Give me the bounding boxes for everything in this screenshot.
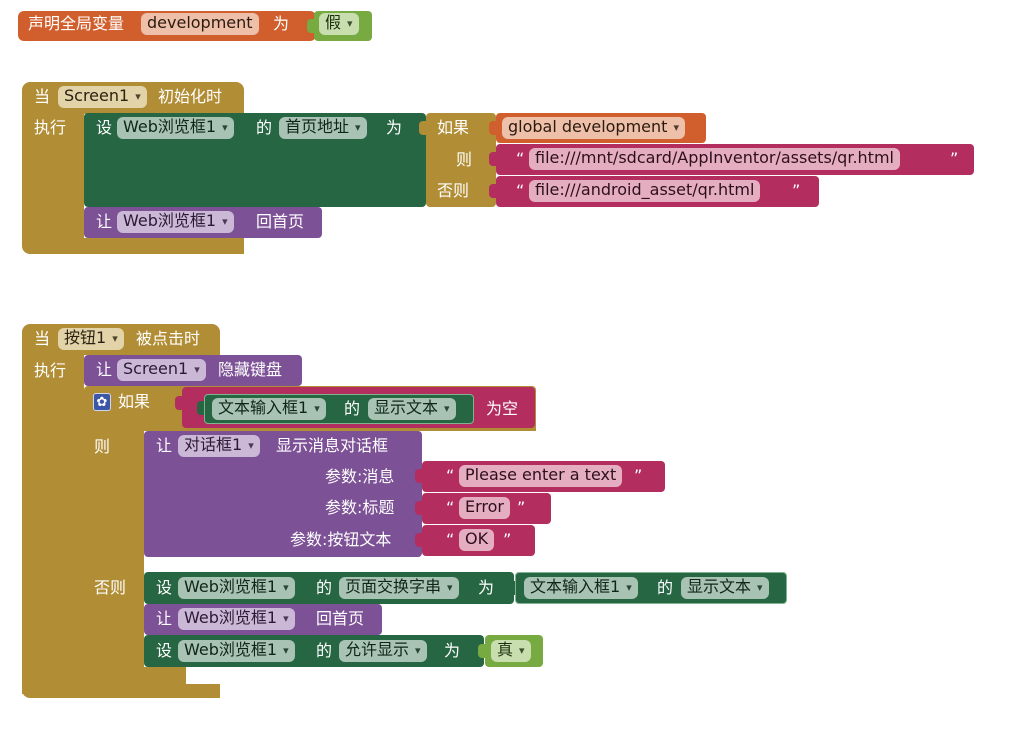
set1-value-connector bbox=[508, 581, 516, 595]
button-do-label: 执行 bbox=[34, 361, 67, 380]
set1-to-label: 为 bbox=[478, 578, 495, 597]
is-empty-label: 为空 bbox=[486, 399, 519, 418]
set1-component-dropdown[interactable]: Web浏览框1 bbox=[178, 577, 295, 599]
textbox-text-property-dropdown[interactable]: 显示文本 bbox=[368, 398, 456, 420]
set2-component-dropdown[interactable]: Web浏览框1 bbox=[178, 640, 295, 662]
webviewstring-property-dropdown[interactable]: 页面交换字串 bbox=[339, 577, 459, 599]
set-label: 设 bbox=[96, 118, 113, 137]
then-statement-label: 则 bbox=[94, 437, 111, 456]
button-text-open-quote-icon: “ bbox=[446, 530, 455, 549]
button-click-do-bar bbox=[22, 354, 84, 694]
textbox-getter-connector bbox=[197, 401, 205, 415]
set1-value-component-dropdown[interactable]: 文本输入框1 bbox=[524, 577, 638, 599]
screen-when-label: 当 bbox=[34, 87, 51, 106]
button-component-dropdown[interactable]: 按钮1 bbox=[58, 328, 124, 350]
visible-property-dropdown[interactable]: 允许显示 bbox=[339, 640, 427, 662]
message-close-quote-icon: ” bbox=[634, 466, 643, 485]
if-block-connector bbox=[419, 121, 427, 135]
if-else-side-bar bbox=[84, 430, 144, 684]
then-label: 则 bbox=[456, 150, 473, 169]
screen-do-label: 执行 bbox=[34, 118, 67, 137]
screen-component-dropdown[interactable]: Screen1 bbox=[58, 86, 147, 108]
if-label: 如果 bbox=[437, 118, 470, 137]
message-text-connector bbox=[415, 469, 423, 483]
of-label: 的 bbox=[256, 118, 273, 137]
dialog-call-label: 让 bbox=[156, 436, 173, 455]
set1-value-of-label: 的 bbox=[657, 578, 674, 597]
mutator-gear-icon[interactable]: ✿ bbox=[93, 393, 111, 411]
screen-init-bottom-bar bbox=[22, 238, 244, 254]
title-open-quote-icon: “ bbox=[446, 498, 455, 517]
screen1-component-dropdown[interactable]: Screen1 bbox=[117, 359, 206, 381]
param-title-label: 参数:标题 bbox=[325, 498, 395, 517]
set1-of-label: 的 bbox=[316, 578, 333, 597]
global-development-dropdown[interactable]: global development bbox=[502, 117, 685, 139]
hide-keyboard-method-label: 隐藏键盘 bbox=[218, 360, 283, 379]
button-when-label: 当 bbox=[34, 329, 51, 348]
button-event-label: 被点击时 bbox=[136, 329, 201, 348]
gohome-component-dropdown[interactable]: Web浏览框1 bbox=[117, 211, 234, 233]
is-empty-connector bbox=[175, 396, 183, 410]
cond-of-label: 的 bbox=[344, 399, 361, 418]
call2-method-label: 回首页 bbox=[316, 609, 365, 628]
message-open-quote-icon: “ bbox=[446, 466, 455, 485]
set2-to-label: 为 bbox=[444, 641, 461, 660]
then-close-quote-icon: ” bbox=[950, 149, 959, 168]
set1-label: 设 bbox=[156, 578, 173, 597]
set1-value-property-dropdown[interactable]: 显示文本 bbox=[681, 577, 769, 599]
param-message-label: 参数:消息 bbox=[325, 467, 395, 486]
else-text-field[interactable]: file:///android_asset/qr.html bbox=[529, 180, 761, 202]
else-close-quote-icon: ” bbox=[792, 181, 801, 200]
hide-keyboard-call-label: 让 bbox=[96, 360, 113, 379]
notifier-component-dropdown[interactable]: 对话框1 bbox=[178, 435, 260, 457]
button-text-close-quote-icon: ” bbox=[503, 530, 512, 549]
variable-name-field[interactable]: development bbox=[141, 13, 259, 35]
set2-of-label: 的 bbox=[316, 641, 333, 660]
textbox-component-dropdown[interactable]: 文本输入框1 bbox=[212, 398, 326, 420]
else-label: 否则 bbox=[437, 181, 470, 200]
webviewer-component-dropdown[interactable]: Web浏览框1 bbox=[117, 117, 234, 139]
true-block-connector bbox=[478, 644, 486, 658]
set2-label: 设 bbox=[156, 641, 173, 660]
to-label: 为 bbox=[386, 118, 403, 137]
false-block-connector bbox=[307, 19, 315, 33]
button-text-field[interactable]: OK bbox=[459, 529, 495, 551]
button-text-connector bbox=[415, 533, 423, 547]
if-statement-label: 如果 bbox=[118, 392, 151, 411]
global-getter-connector bbox=[489, 121, 497, 135]
homeurl-property-dropdown[interactable]: 首页地址 bbox=[279, 117, 367, 139]
screen-event-label: 初始化时 bbox=[158, 87, 223, 106]
inline-if-block[interactable] bbox=[426, 113, 496, 207]
show-message-dialog-label: 显示消息对话框 bbox=[276, 436, 389, 455]
else-statement-label: 否则 bbox=[94, 578, 127, 597]
call2-component-dropdown[interactable]: Web浏览框1 bbox=[178, 608, 295, 630]
false-value-dropdown[interactable]: 假 bbox=[319, 13, 359, 35]
declare-global-label: 声明全局变量 bbox=[28, 14, 125, 33]
else-text-connector bbox=[489, 184, 497, 198]
screen-init-do-bar bbox=[22, 112, 84, 242]
call2-label: 让 bbox=[156, 609, 173, 628]
then-text-field[interactable]: file:///mnt/sdcard/AppInventor/assets/qr… bbox=[529, 148, 900, 170]
title-text-connector bbox=[415, 501, 423, 515]
button-click-bottom-bar bbox=[22, 684, 220, 698]
message-text-field[interactable]: Please enter a text bbox=[459, 465, 623, 487]
param-button-text-label: 参数:按钮文本 bbox=[290, 530, 392, 549]
title-close-quote-icon: ” bbox=[517, 498, 526, 517]
if-else-bottom-bar bbox=[84, 667, 186, 685]
then-text-connector bbox=[489, 152, 497, 166]
else-open-quote-icon: “ bbox=[516, 181, 525, 200]
gohome-method-label: 回首页 bbox=[256, 212, 305, 231]
as-label: 为 bbox=[273, 14, 290, 33]
true-value-dropdown[interactable]: 真 bbox=[491, 640, 531, 662]
title-text-field[interactable]: Error bbox=[459, 497, 510, 519]
then-open-quote-icon: “ bbox=[516, 149, 525, 168]
call-label: 让 bbox=[96, 212, 113, 231]
